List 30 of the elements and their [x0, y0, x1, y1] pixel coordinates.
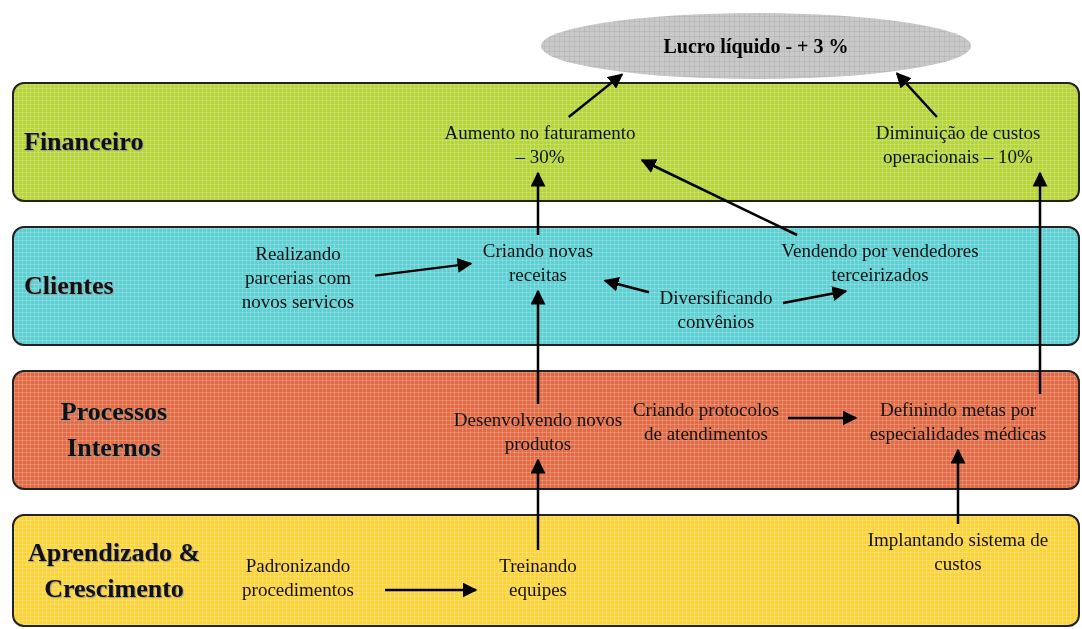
objective-text: Desenvolvendo novos produtos — [453, 406, 623, 458]
objective-text: Realizando parcerias com novos servicos — [223, 240, 373, 316]
arrow — [1032, 171, 1048, 394]
objective-text: Criando protocolos de atendimentos — [626, 396, 786, 448]
arrow — [782, 286, 848, 305]
perspective-title: Clientes — [24, 270, 115, 302]
perspective-band — [12, 226, 1080, 346]
perspective-title: Financeiro — [24, 126, 145, 158]
objective-text: Diminuição de custos operacionais – 10% — [848, 119, 1068, 171]
perspective-title: Processos Internos — [59, 396, 169, 464]
perspective-band — [12, 82, 1080, 202]
objective-text: Padronizando procedimentos — [213, 552, 383, 604]
arrow — [530, 289, 546, 404]
arrow — [640, 159, 798, 237]
perspective-band — [12, 514, 1080, 627]
arrow — [950, 448, 966, 524]
arrow — [374, 257, 473, 277]
perspective-title: Aprendizado & Crescimento — [26, 536, 202, 605]
arrow — [530, 171, 546, 235]
arrow — [895, 72, 938, 118]
objective-text: Implantando sistema de custos — [858, 526, 1058, 578]
arrow — [788, 410, 858, 426]
objective-text: Treinando equipes — [478, 552, 598, 604]
arrow — [530, 458, 546, 550]
perspective-band — [12, 370, 1080, 490]
objective-text: Criando novas receitas — [473, 237, 603, 289]
arrow — [385, 582, 478, 598]
objective-text: Definindo metas por especialidades médicas — [858, 396, 1058, 448]
objective-text: Aumento no faturamento – 30% — [440, 119, 640, 171]
goal-text: Lucro líquido - + 3 % — [663, 34, 849, 58]
